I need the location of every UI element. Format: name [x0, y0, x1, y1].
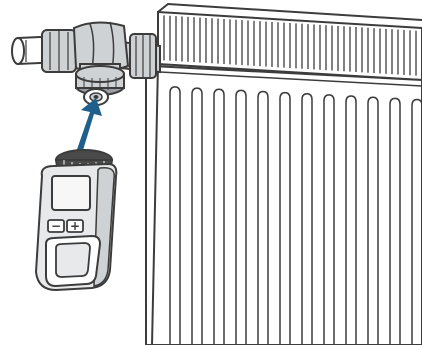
- supply-pipe: [12, 30, 76, 72]
- thermostat-control-dial[interactable]: [46, 236, 100, 286]
- minus-button-label: −: [51, 219, 61, 233]
- plus-button-label: +: [70, 219, 80, 233]
- minus-button[interactable]: −: [48, 219, 64, 233]
- radiator-thermostat: − +: [36, 150, 116, 290]
- plus-button[interactable]: +: [67, 219, 83, 233]
- valve-body: [74, 22, 128, 105]
- radiator-front-panel: [152, 66, 422, 345]
- radiator-coupling-nut: [130, 34, 156, 78]
- thermostat-display: [52, 176, 90, 210]
- radiator: [146, 4, 422, 345]
